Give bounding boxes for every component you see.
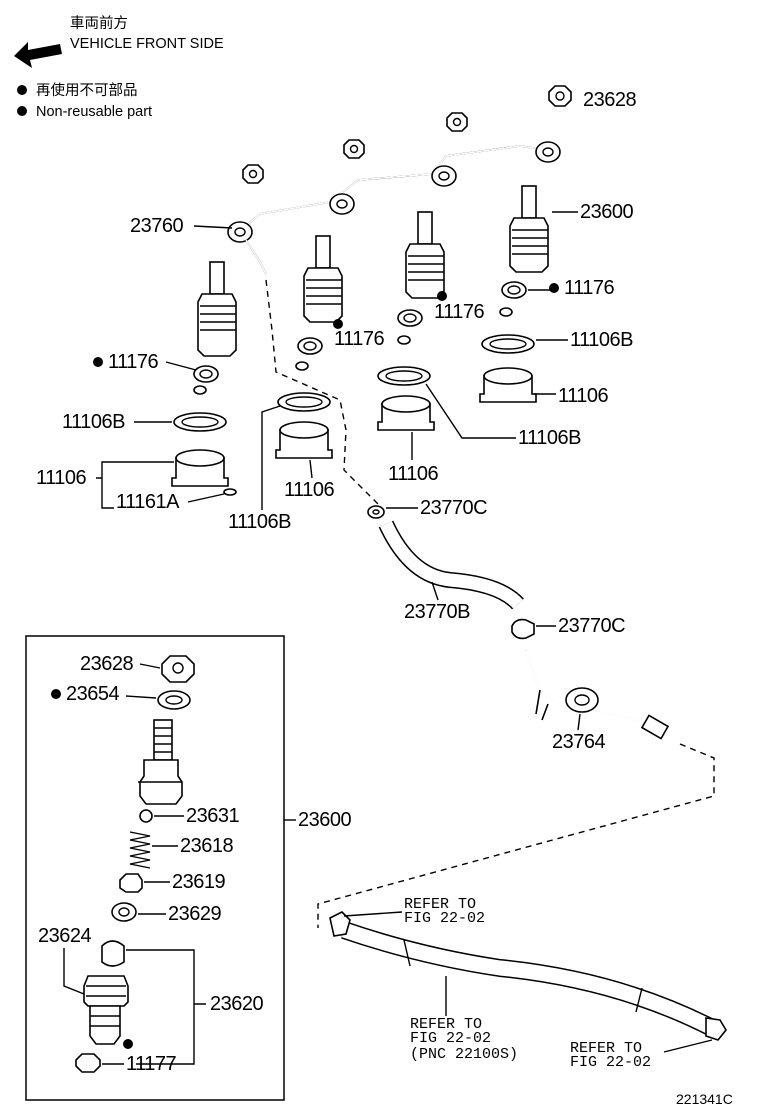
nut-icon [242, 164, 264, 184]
callout-23620: 23620 [210, 993, 263, 1015]
callout-23628-top: 23628 [583, 89, 636, 111]
legend-jp: 再使用不可部品 [36, 82, 138, 99]
legend-en: Non-reusable part [36, 104, 152, 120]
refer1-line2: FIG 22-02 [404, 910, 485, 927]
figure-code: 221341C [676, 1091, 733, 1107]
nut-icon [446, 112, 468, 132]
refer2-line2: FIG 22-02 [410, 1030, 491, 1047]
callout-23628-box: 23628 [80, 653, 133, 675]
hose-23770B[interactable] [378, 520, 524, 610]
non-reusable-bullet-icon [17, 106, 27, 116]
callout-11106B-c: 11106B [518, 427, 581, 449]
callout-11106-d: 11106 [558, 385, 609, 407]
return-path [317, 743, 715, 928]
non-reusable-bullet-icon [17, 85, 27, 95]
callout-23760: 23760 [130, 215, 183, 237]
non-reusable-bullet-icon [549, 283, 559, 293]
nut-icon [343, 139, 365, 159]
callout-11176-c: 11176 [434, 301, 485, 323]
injector-4[interactable] [509, 185, 549, 273]
return-hose[interactable] [329, 911, 727, 1041]
callout-11106-b: 11106 [284, 479, 335, 501]
non-reusable-bullet-icon [93, 357, 103, 367]
holders-11106 [171, 367, 537, 496]
callout-23770C-a: 23770C [420, 497, 487, 519]
callout-11106B-b: 11106B [570, 329, 633, 351]
non-reusable-bullet-icon [437, 291, 447, 301]
leak-off-path [265, 279, 379, 505]
clip-23770C-b[interactable] [511, 618, 535, 640]
non-reusable-bullet-icon [123, 1039, 133, 1049]
top-nuts: 23628 [242, 85, 637, 184]
callout-11176-d: 11176 [564, 277, 615, 299]
callout-23631: 23631 [186, 805, 239, 827]
exploded-view-box [25, 635, 285, 1101]
callout-23600-box: 23600 [298, 809, 351, 831]
callout-23629: 23629 [168, 903, 221, 925]
callout-23654: 23654 [66, 683, 119, 705]
refer2-line1: REFER TO [410, 1016, 482, 1033]
callout-11176-a: 11176 [108, 351, 159, 373]
non-reusable-bullet-icon [51, 689, 61, 699]
callout-23764: 23764 [552, 731, 605, 753]
front-arrow-icon [14, 42, 62, 68]
callout-11106-c: 11106 [388, 463, 439, 485]
callout-11177: 11177 [126, 1053, 177, 1075]
non-reusable-bullet-icon [333, 319, 343, 329]
header: 車両前方 VEHICLE FRONT SIDE 再使用不可部品 Non-reus… [14, 15, 224, 120]
callout-11106-a: 11106 [36, 467, 87, 489]
callout-11106B-d: 11106B [228, 511, 291, 533]
gaskets-11106B [173, 334, 535, 432]
refer1-line1: REFER TO [404, 896, 476, 913]
direction-jp: 車両前方 [70, 15, 128, 32]
clip-23770C-a[interactable] [367, 505, 385, 519]
injector-2[interactable] [303, 235, 343, 323]
direction-en: VEHICLE FRONT SIDE [70, 36, 224, 52]
callout-11176-b: 11176 [334, 328, 385, 350]
callout-23618: 23618 [180, 835, 233, 857]
callout-23770C-b: 23770C [558, 615, 625, 637]
refer2-line3: (PNC 22100S) [410, 1046, 518, 1063]
injector-1[interactable] [197, 261, 237, 357]
exploded-injector-parts [75, 655, 195, 1073]
nut-icon [548, 85, 572, 107]
refer3-line1: REFER TO [570, 1040, 642, 1057]
callout-23619: 23619 [172, 871, 225, 893]
union-23764[interactable] [525, 649, 670, 740]
callout-11161A: 11161A [116, 491, 180, 513]
injector-3[interactable] [405, 211, 445, 299]
injection-pipe-23760[interactable] [227, 141, 561, 275]
callout-23600-top: 23600 [580, 201, 633, 223]
washers-11176 [193, 281, 527, 395]
callout-11106B-a: 11106B [62, 411, 125, 433]
callout-23770B: 23770B [404, 601, 470, 623]
callout-23624: 23624 [38, 925, 91, 947]
refer3-line2: FIG 22-02 [570, 1054, 651, 1071]
